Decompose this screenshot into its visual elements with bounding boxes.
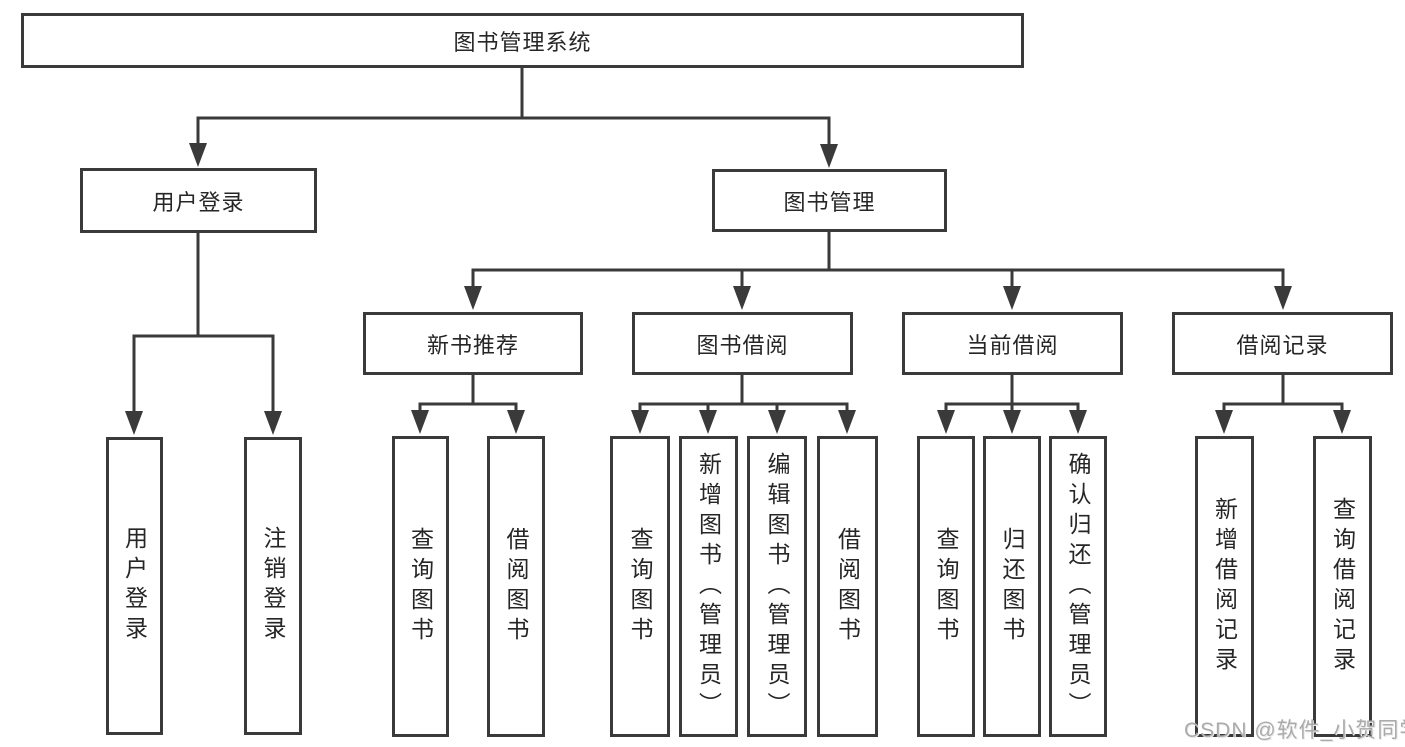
connector-borrow-records-to-leaves [1215,373,1351,434]
leaf-add-books-admin-label: 新增图书（管理员） [695,451,722,722]
connector-user-login-to-leaves [125,231,282,435]
leaf-add-books-admin: 新增图书（管理员） [679,436,738,737]
node-user-login-label: 用户登录 [152,189,245,215]
csdn-watermark: CSDN @软件_小贺同学 [1184,719,1405,742]
leaf-query-borrow-record-label: 查询借阅记录 [1329,496,1356,677]
leaf-query-books-borrow: 查询图书 [610,436,670,737]
leaf-borrow-books-recommend-label: 借阅图书 [503,526,529,647]
connector-current-borrow-to-leaves [937,373,1087,434]
leaf-query-books-borrow-label: 查询图书 [627,526,653,647]
leaf-borrow-books: 借阅图书 [817,436,878,737]
leaf-borrow-books-recommend: 借阅图书 [487,436,545,737]
leaf-edit-books-admin-label: 编辑图书（管理员） [764,451,790,722]
leaf-logout: 注销登录 [244,437,302,735]
leaf-borrow-books-label: 借阅图书 [834,526,861,647]
node-book-borrow-label: 图书借阅 [696,332,789,358]
leaf-confirm-return-admin-label: 确认归还（管理员） [1065,451,1091,722]
leaf-user-login: 用户登录 [106,437,163,735]
node-user-login: 用户登录 [80,168,317,233]
connector-new-books-to-leaves [411,373,525,434]
node-book-management-label: 图书管理 [783,189,876,215]
leaf-return-books: 归还图书 [983,436,1041,737]
leaf-query-books-recommend-label: 查询图书 [407,526,434,647]
node-book-borrow: 图书借阅 [632,312,853,375]
node-new-book-recommend: 新书推荐 [363,312,583,375]
leaf-query-books-current: 查询图书 [917,436,975,737]
node-root-label: 图书管理系统 [453,29,592,55]
leaf-add-borrow-record: 新增借阅记录 [1195,436,1254,737]
node-new-book-recommend-label: 新书推荐 [426,332,519,358]
node-borrow-records: 借阅记录 [1172,312,1393,375]
node-current-borrow-label: 当前借阅 [966,332,1059,358]
node-current-borrow: 当前借阅 [902,312,1123,375]
leaf-logout-label: 注销登录 [260,526,286,646]
connector-book-mgmt-to-level3 [464,230,1292,310]
node-root-library-system: 图书管理系统 [21,13,1024,68]
leaf-return-books-label: 归还图书 [999,526,1025,647]
connector-book-borrow-to-leaves [631,373,856,434]
leaf-query-borrow-record: 查询借阅记录 [1313,436,1372,737]
connector-root-to-level2 [189,66,838,168]
leaf-confirm-return-admin: 确认归还（管理员） [1049,436,1107,737]
leaf-query-books-current-label: 查询图书 [933,526,959,647]
leaf-user-login-label: 用户登录 [121,526,148,646]
node-borrow-records-label: 借阅记录 [1236,332,1329,358]
leaf-add-borrow-record-label: 新增借阅记录 [1211,496,1238,677]
node-book-management: 图书管理 [712,169,947,232]
leaf-query-books-recommend: 查询图书 [392,436,449,737]
leaf-edit-books-admin: 编辑图书（管理员） [747,436,807,737]
